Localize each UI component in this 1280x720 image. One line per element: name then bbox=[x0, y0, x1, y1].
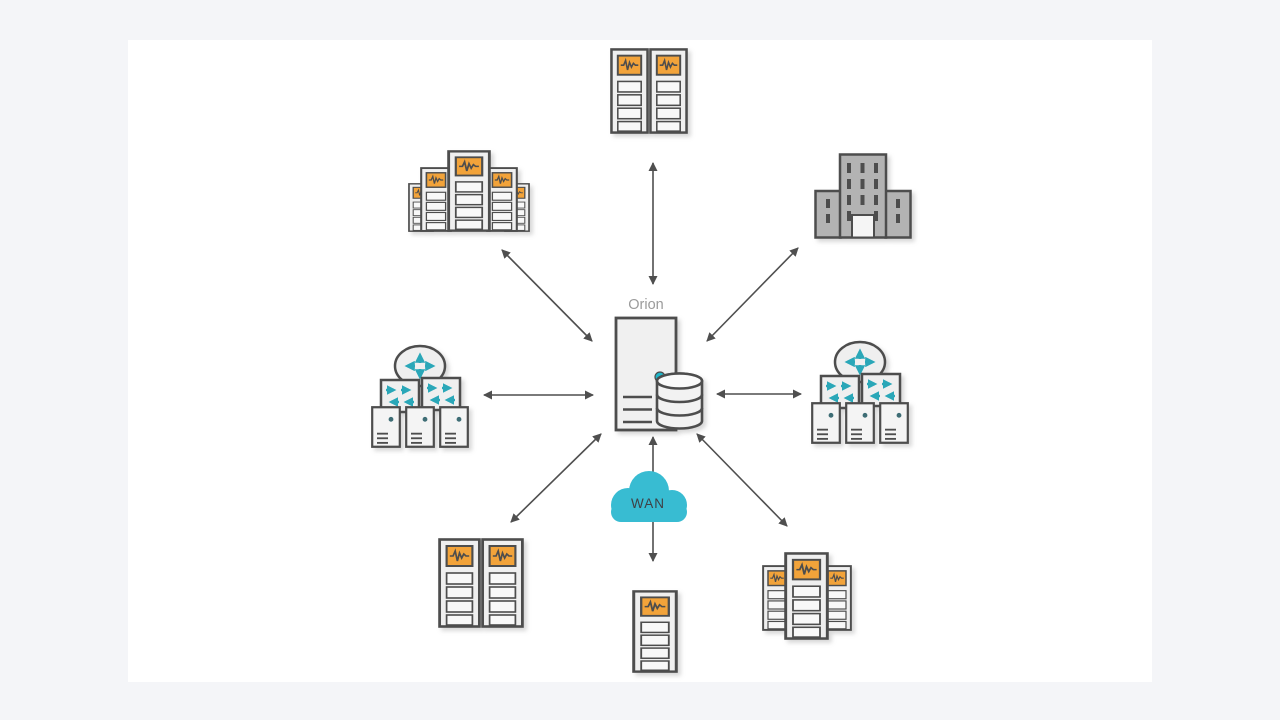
server-rack-icon bbox=[447, 150, 491, 232]
node-network-cluster-left bbox=[372, 346, 468, 447]
node-server-rack-cluster-bottom-right bbox=[762, 552, 852, 640]
node-server-rack-pair-bottom-left bbox=[438, 538, 524, 628]
arrow-center-to-top-right bbox=[706, 247, 799, 342]
node-network-cluster-right bbox=[812, 342, 908, 443]
server-rack-icon bbox=[481, 538, 524, 628]
database-cylinder-icon bbox=[655, 372, 704, 430]
connection-arrows bbox=[483, 162, 802, 562]
server-rack-icon bbox=[438, 538, 481, 628]
cloud-icon bbox=[611, 471, 687, 522]
arrow-center-to-bottom-left bbox=[510, 433, 602, 523]
node-server-rack-single bbox=[632, 590, 678, 673]
orion-label: Orion bbox=[628, 297, 663, 313]
node-orion-server: Orion bbox=[614, 297, 704, 432]
node-server-rack-pair-top bbox=[610, 48, 688, 134]
router-switch-server-icon bbox=[812, 342, 908, 443]
server-vents bbox=[623, 395, 652, 424]
server-rack-icon bbox=[649, 48, 688, 134]
node-wan-cloud: WAN bbox=[611, 471, 687, 522]
building-icon bbox=[814, 153, 912, 239]
arrow-center-to-top-left bbox=[501, 249, 593, 342]
node-office-building bbox=[814, 153, 912, 239]
server-rack-icon bbox=[632, 590, 678, 673]
node-server-rack-cluster-top-left bbox=[408, 150, 530, 232]
server-rack-icon bbox=[784, 552, 829, 640]
router-switch-server-icon bbox=[372, 346, 468, 447]
server-rack-icon bbox=[420, 167, 452, 232]
wan-label: WAN bbox=[631, 496, 665, 511]
server-rack-icon bbox=[486, 167, 518, 232]
diagram-canvas: Orion WAN bbox=[128, 40, 1152, 682]
arrow-center-to-bottom-right bbox=[696, 433, 788, 527]
network-diagram: Orion WAN bbox=[128, 48, 912, 673]
server-rack-icon bbox=[610, 48, 649, 134]
